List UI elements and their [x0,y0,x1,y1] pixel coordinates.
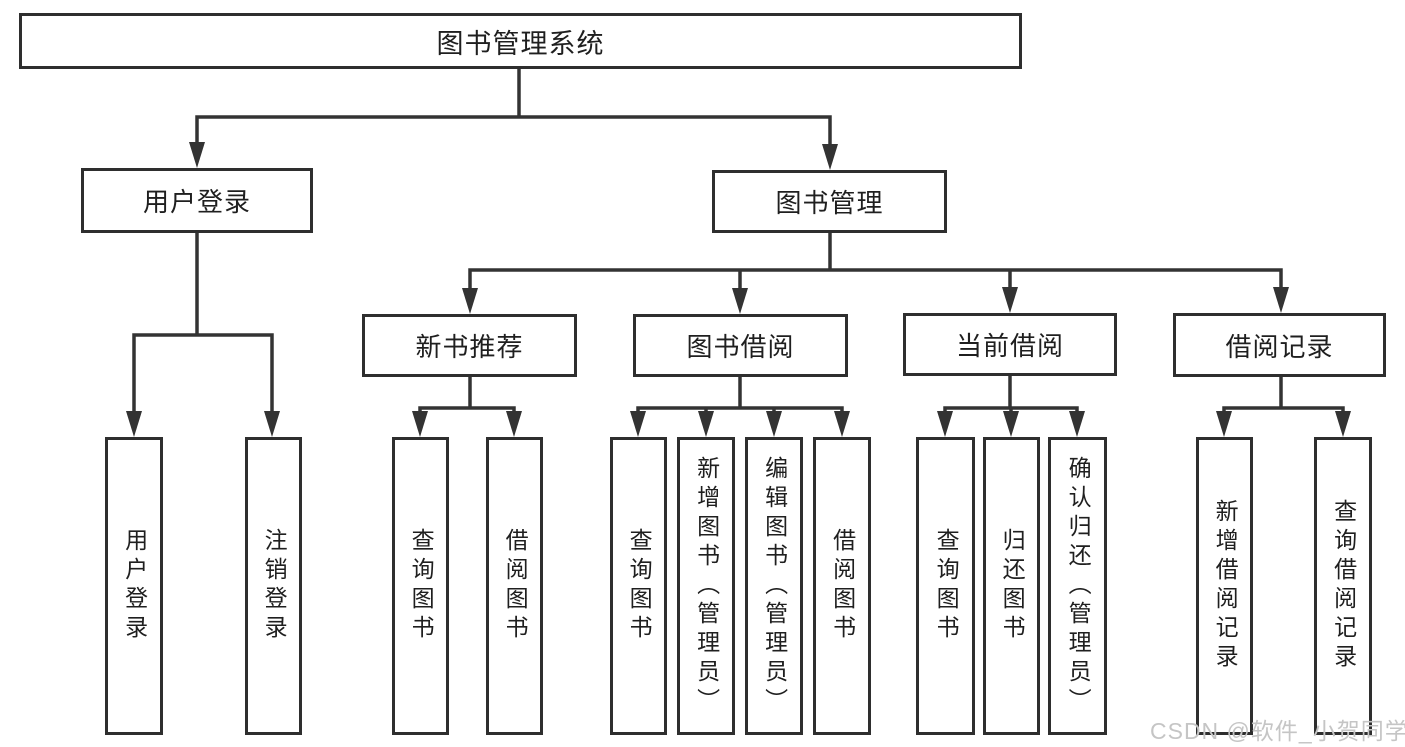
branch-book-borrowing [630,377,850,437]
leaf-label: 编辑图书（管理员） [761,455,788,717]
csdn-watermark: CSDN @软件_小贺同学 [1150,718,1405,744]
leaf-label: 新增图书（管理员） [693,455,720,717]
leaf-query-books-recommend: 查询图书 [392,437,449,735]
branch-user-login [126,233,280,437]
node-book-management: 图书管理 [712,170,947,233]
leaf-label: 新增借阅记录 [1212,499,1239,673]
node-label: 借阅记录 [1225,331,1334,362]
leaf-label: 注销登录 [261,528,288,644]
leaf-label: 借阅图书 [829,528,856,644]
node-current-borrowing: 当前借阅 [903,313,1117,376]
branch-book-management [462,233,1289,314]
branch-borrowing-records [1216,377,1351,437]
leaf-edit-book-admin: 编辑图书（管理员） [745,437,803,735]
node-borrowing-records: 借阅记录 [1173,313,1386,377]
node-user-login: 用户登录 [81,168,313,233]
branch-current-borrowing [937,375,1085,437]
leaf-query-books-borrowing: 查询图书 [610,437,667,735]
leaf-label: 查询图书 [626,528,653,644]
leaf-label: 查询图书 [933,528,960,644]
node-book-borrowing: 图书借阅 [633,314,848,377]
leaf-borrow-books: 借阅图书 [813,437,871,735]
leaf-return-books: 归还图书 [983,437,1040,735]
leaf-label: 归还图书 [999,528,1026,644]
node-label: 图书管理 [775,188,884,218]
leaf-add-book-admin: 新增图书（管理员） [677,437,735,735]
leaf-add-borrow-record: 新增借阅记录 [1196,437,1253,735]
node-library-management-system: 图书管理系统 [19,13,1022,69]
leaf-confirm-return-admin: 确认归还（管理员） [1048,437,1107,735]
leaf-query-books-current: 查询图书 [916,437,975,735]
leaf-label: 借阅图书 [502,528,529,644]
leaf-label: 查询借阅记录 [1330,499,1357,673]
node-label: 图书借阅 [686,332,795,362]
leaf-user-login: 用户登录 [105,437,163,735]
leaf-label: 确认归还（管理员） [1065,455,1092,717]
leaf-logout: 注销登录 [245,437,302,735]
node-label: 图书管理系统 [436,28,605,59]
node-label: 用户登录 [142,187,251,217]
branch-root [189,69,838,170]
leaf-borrow-books-recommend: 借阅图书 [486,437,543,735]
node-label: 新书推荐 [415,332,524,362]
branch-new-book-recommend [412,377,522,437]
leaf-label: 用户登录 [121,528,148,644]
leaf-query-borrow-record: 查询借阅记录 [1314,437,1372,735]
node-new-book-recommend: 新书推荐 [362,314,577,377]
node-label: 当前借阅 [955,331,1064,361]
leaf-label: 查询图书 [408,528,435,644]
